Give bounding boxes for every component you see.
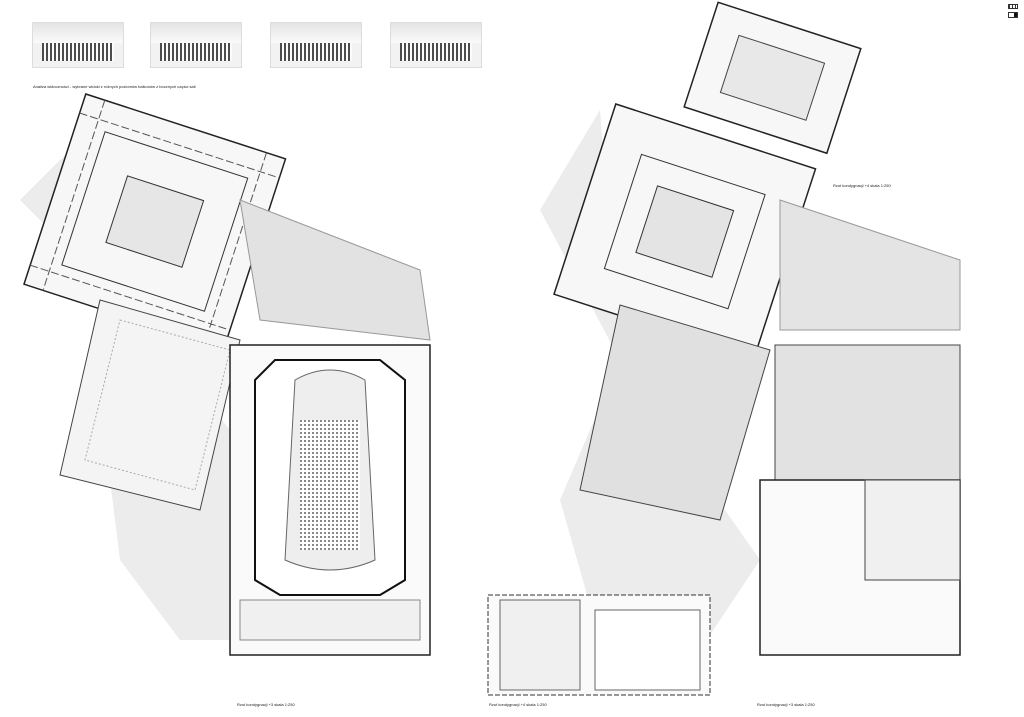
foyer-wing-left — [59, 299, 241, 511]
plan-caption-top-right: Rzut kondygnacji +4 skala 1:250 — [833, 183, 891, 188]
green-roof-left — [239, 199, 431, 341]
residential-block-top-right — [683, 1, 862, 155]
residential-block-left — [23, 93, 287, 351]
garden-terrace-right — [579, 304, 771, 521]
plan-caption-bottom-middle: Rzut kondygnacji +4 skala 1:250 — [489, 702, 547, 707]
plan-caption-right: Rzut kondygnacji +3 skala 1:250 — [757, 702, 815, 707]
visibility-view-3 — [270, 22, 362, 68]
visibility-caption: Analiza widoczności - wybrane widoki z r… — [33, 84, 196, 89]
green-roof-right — [779, 199, 961, 331]
plan-caption-left: Rzut kondygnacji +3 skala 1:250 — [237, 702, 295, 707]
visibility-view-2 — [150, 22, 242, 68]
visibility-view-1 — [32, 22, 124, 68]
visibility-view-4 — [390, 22, 482, 68]
logo-mark — [1008, 4, 1018, 18]
garden-court-right — [774, 344, 961, 481]
